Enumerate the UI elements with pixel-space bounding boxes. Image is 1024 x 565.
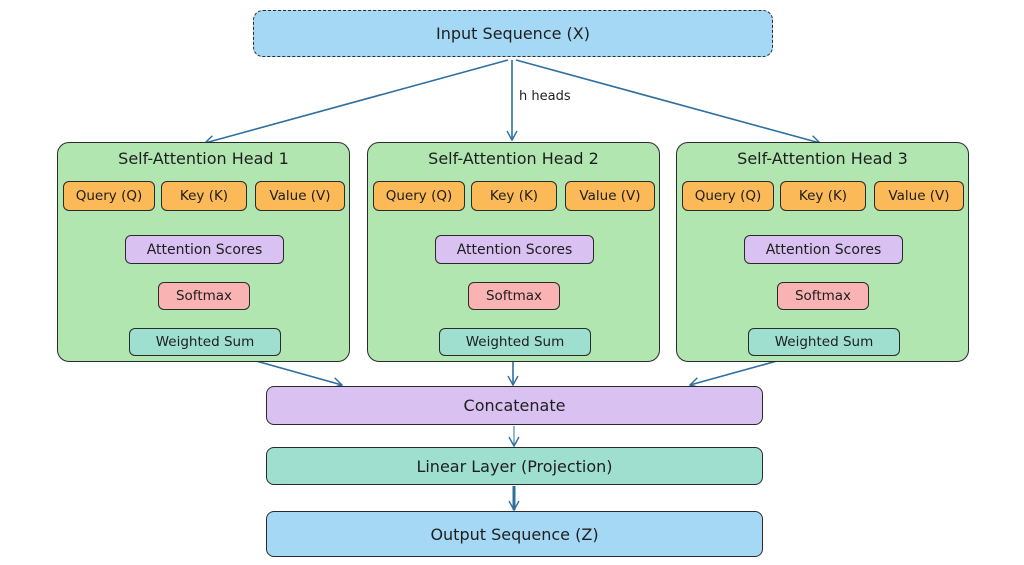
value-label: Value (V) [269, 188, 331, 204]
key-node: Key (K) [471, 181, 557, 211]
linear-layer-node: Linear Layer (Projection) [266, 447, 763, 485]
attention-scores-node: Attention Scores [125, 235, 284, 264]
input-sequence-node: Input Sequence (X) [253, 10, 773, 57]
concatenate-label: Concatenate [463, 396, 566, 415]
attention-scores-node: Attention Scores [435, 235, 594, 264]
query-label: Query (Q) [75, 188, 143, 204]
attention-scores-label: Attention Scores [456, 241, 573, 258]
value-node: Value (V) [255, 181, 345, 211]
self-attention-head-1: Self-Attention Head 1 Query (Q) Key (K) … [57, 142, 350, 362]
softmax-node: Softmax [777, 282, 869, 310]
key-label: Key (K) [798, 188, 848, 204]
h-heads-label: h heads [519, 89, 571, 104]
value-node: Value (V) [565, 181, 655, 211]
linear-layer-label: Linear Layer (Projection) [416, 456, 613, 476]
value-node: Value (V) [874, 181, 964, 211]
attention-scores-label: Attention Scores [765, 241, 882, 258]
query-node: Query (Q) [373, 181, 465, 211]
query-label: Query (Q) [694, 188, 762, 204]
self-attention-head-2: Self-Attention Head 2 Query (Q) Key (K) … [367, 142, 660, 362]
head-title: Self-Attention Head 2 [428, 149, 599, 168]
weighted-sum-label: Weighted Sum [465, 334, 565, 350]
value-label: Value (V) [579, 188, 641, 204]
concatenate-node: Concatenate [266, 386, 763, 425]
key-node: Key (K) [780, 181, 866, 211]
weighted-sum-label: Weighted Sum [774, 334, 874, 350]
value-label: Value (V) [888, 188, 950, 204]
softmax-node: Softmax [468, 282, 560, 310]
output-sequence-label: Output Sequence (Z) [430, 524, 599, 544]
head-title: Self-Attention Head 1 [118, 149, 289, 168]
query-node: Query (Q) [682, 181, 774, 211]
query-node: Query (Q) [63, 181, 155, 211]
key-node: Key (K) [161, 181, 247, 211]
weighted-sum-node: Weighted Sum [129, 328, 281, 356]
softmax-label: Softmax [485, 288, 543, 304]
attention-scores-node: Attention Scores [744, 235, 903, 264]
softmax-label: Softmax [794, 288, 852, 304]
key-label: Key (K) [489, 188, 539, 204]
key-label: Key (K) [179, 188, 229, 204]
query-label: Query (Q) [385, 188, 453, 204]
attention-scores-label: Attention Scores [146, 241, 263, 258]
head-title: Self-Attention Head 3 [737, 149, 908, 168]
input-sequence-label: Input Sequence (X) [436, 24, 590, 43]
softmax-label: Softmax [175, 288, 233, 304]
weighted-sum-node: Weighted Sum [748, 328, 900, 356]
weighted-sum-label: Weighted Sum [155, 334, 255, 350]
weighted-sum-node: Weighted Sum [439, 328, 591, 356]
arrow-input-head1 [203, 59, 509, 147]
self-attention-head-3: Self-Attention Head 3 Query (Q) Key (K) … [676, 142, 969, 362]
output-sequence-node: Output Sequence (Z) [266, 511, 763, 557]
softmax-node: Softmax [158, 282, 250, 310]
